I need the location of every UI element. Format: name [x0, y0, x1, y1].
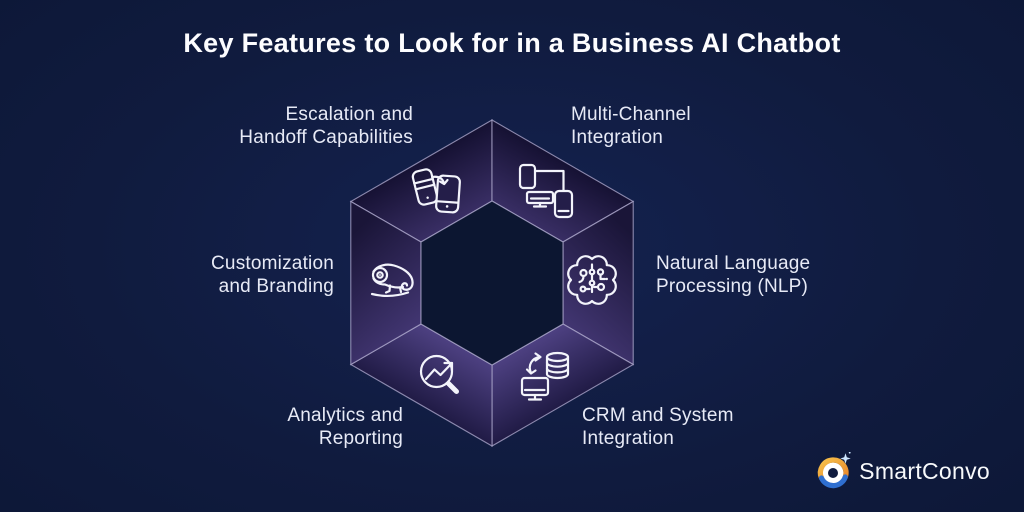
- feature-label-multichannel: Multi-Channel Integration: [571, 103, 691, 149]
- feature-label-line: Integration: [571, 127, 663, 148]
- multi-device-icon: [518, 163, 574, 219]
- feature-label-customization: Customization and Branding: [211, 252, 334, 298]
- feature-label-line: Escalation and: [285, 104, 413, 125]
- feature-label-nlp: Natural Language Processing (NLP): [656, 252, 810, 298]
- feature-label-line: CRM and System: [582, 405, 734, 426]
- ai-brain-icon: [567, 255, 617, 305]
- brand-name: SmartConvo: [859, 457, 990, 484]
- page-title: Key Features to Look for in a Business A…: [183, 28, 841, 58]
- feature-label-line: and Branding: [218, 276, 334, 297]
- hexagon-inner: [420, 200, 564, 366]
- magnifier-trend-icon: [419, 354, 459, 394]
- feature-label-line: Analytics and: [287, 405, 403, 426]
- feature-label-crm: CRM and System Integration: [582, 404, 734, 450]
- feature-label-line: Multi-Channel: [571, 104, 691, 125]
- swirl-logo-icon: [817, 452, 851, 489]
- feature-label-analytics: Analytics and Reporting: [287, 404, 403, 450]
- database-sync-icon: [520, 351, 570, 401]
- feature-label-line: Reporting: [318, 428, 403, 449]
- feature-label-line: Handoff Capabilities: [239, 127, 413, 148]
- feature-label-escalation: Escalation and Handoff Capabilities: [239, 103, 413, 149]
- feature-label-line: Integration: [582, 428, 674, 449]
- feature-label-line: Customization: [211, 253, 334, 274]
- feature-label-line: Natural Language: [656, 253, 811, 274]
- sparkle-icon: [840, 452, 851, 464]
- chameleon-icon: [370, 263, 414, 297]
- phone-handoff-icon: [411, 168, 461, 214]
- feature-label-line: Processing (NLP): [656, 276, 809, 297]
- smartconvo-logo: SmartConvo: [814, 452, 990, 490]
